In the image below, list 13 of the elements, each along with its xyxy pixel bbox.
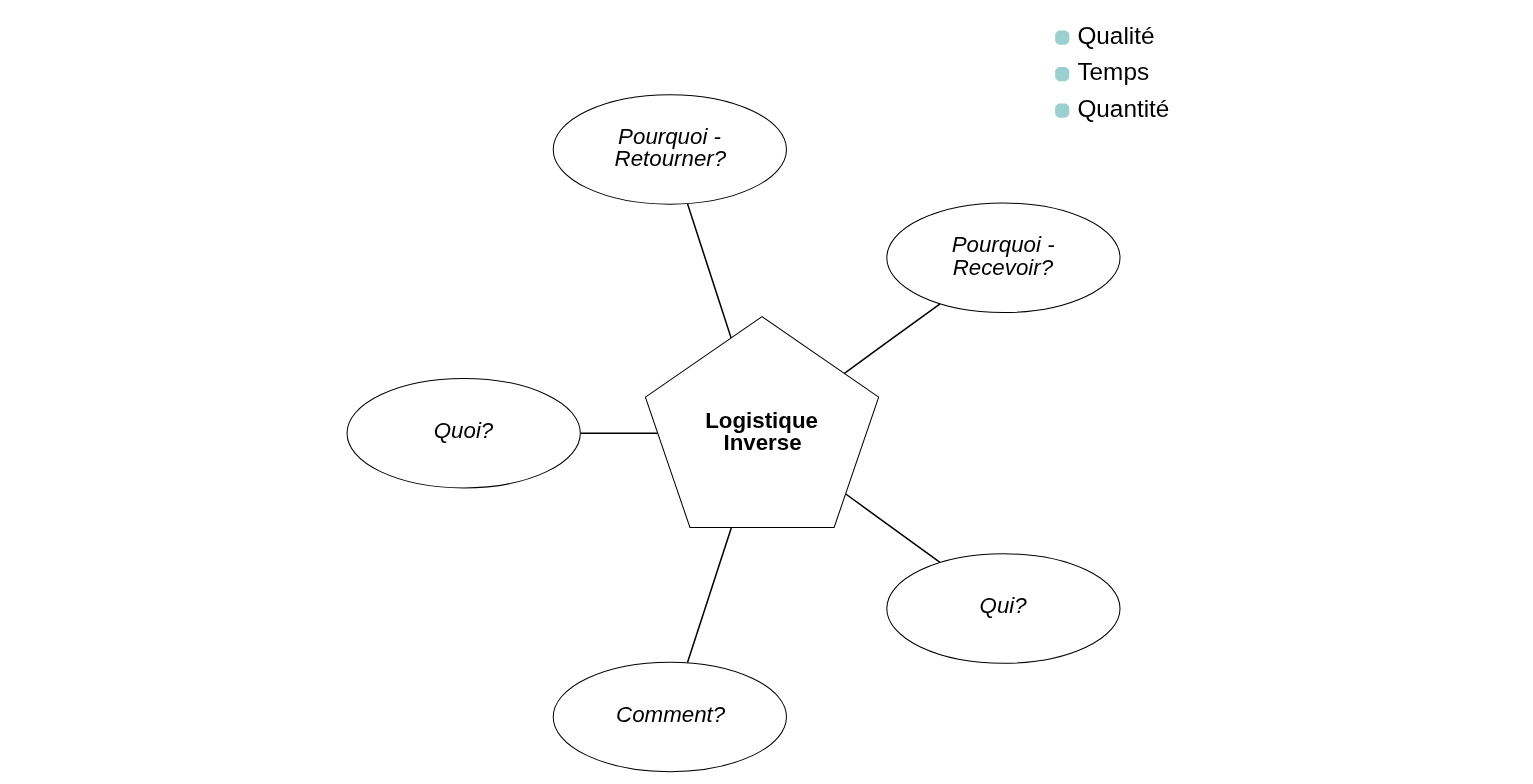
connector [579, 432, 658, 434]
connector [686, 203, 732, 339]
connector [844, 493, 941, 564]
node-ellipse: Qui? [885, 553, 1121, 664]
node-ellipse: Pourquoi - Recevoir? [885, 202, 1121, 314]
connector [686, 526, 732, 664]
label: Qualité [1076, 21, 1155, 49]
node-ellipse: Pourquoi - Retourner? [552, 94, 787, 205]
label: Quantité [1076, 94, 1169, 122]
node-ellipse: Quoi? [346, 377, 581, 489]
label: Temps [1076, 58, 1149, 86]
connector [843, 303, 941, 375]
node-ellipse: Comment? [552, 661, 787, 773]
